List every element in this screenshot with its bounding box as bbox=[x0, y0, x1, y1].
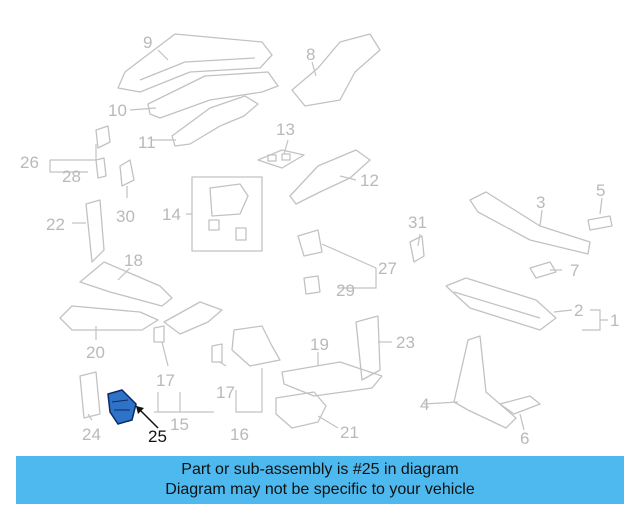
callout-9: 9 bbox=[143, 33, 152, 52]
part-3-duct bbox=[469, 191, 591, 255]
callout-25: 25 bbox=[148, 427, 167, 446]
callout-17a: 17 bbox=[156, 371, 175, 390]
part-27-bracket bbox=[297, 229, 323, 295]
part-1-rail bbox=[445, 277, 557, 331]
info-banner: Part or sub-assembly is #25 in diagram D… bbox=[16, 456, 624, 504]
callout-8: 8 bbox=[306, 45, 315, 64]
part-22-panel bbox=[85, 199, 105, 263]
callout-15: 15 bbox=[170, 415, 189, 434]
part-4-duct bbox=[453, 335, 517, 429]
callout-28: 28 bbox=[62, 167, 81, 186]
callout-26: 26 bbox=[20, 153, 39, 172]
part-6-trim bbox=[499, 395, 541, 415]
parts-diagram: 1 2 3 4 5 6 7 8 9 10 11 12 13 14 15 16 1… bbox=[20, 33, 619, 448]
callout-13: 13 bbox=[276, 120, 295, 139]
callout-6: 6 bbox=[520, 429, 529, 448]
callout-19: 19 bbox=[310, 335, 329, 354]
callout-10: 10 bbox=[108, 101, 127, 120]
part-23-panel bbox=[355, 315, 381, 381]
part-21-duct bbox=[275, 391, 327, 429]
callout-5: 5 bbox=[596, 181, 605, 200]
callout-1: 1 bbox=[610, 311, 619, 330]
part-18-duct bbox=[79, 261, 173, 307]
part-28-clip bbox=[95, 157, 107, 179]
part-11-duct bbox=[171, 95, 259, 147]
part-25-highlight[interactable] bbox=[107, 389, 137, 425]
callout-11: 11 bbox=[138, 133, 156, 152]
callout-3: 3 bbox=[536, 193, 545, 212]
callout-14: 14 bbox=[162, 205, 181, 224]
part-7-clip bbox=[529, 261, 557, 279]
callout-23: 23 bbox=[396, 333, 415, 352]
callout-24: 24 bbox=[82, 425, 101, 444]
part-19-duct bbox=[281, 361, 383, 397]
callout-17b: 17 bbox=[216, 383, 235, 402]
part-20-duct bbox=[59, 305, 159, 331]
callout-7: 7 bbox=[570, 261, 579, 280]
part-5-strip bbox=[587, 215, 613, 231]
part-10-duct bbox=[147, 71, 279, 119]
part-31-clip bbox=[409, 235, 425, 263]
callout-labels: 1 2 3 4 5 6 7 8 9 10 11 12 13 14 15 16 1… bbox=[20, 33, 619, 448]
part-24-clip bbox=[79, 371, 101, 419]
part-12-duct bbox=[289, 149, 371, 205]
part-14-kit bbox=[191, 176, 263, 252]
part-15-duct bbox=[153, 301, 223, 343]
callout-30: 30 bbox=[116, 207, 135, 226]
part-13-grille bbox=[257, 149, 305, 169]
callout-2: 2 bbox=[574, 301, 583, 320]
callout-18: 18 bbox=[124, 251, 143, 270]
callout-21: 21 bbox=[340, 423, 359, 442]
callout-20: 20 bbox=[86, 343, 105, 362]
callout-22: 22 bbox=[46, 215, 65, 234]
part-30-clip bbox=[119, 159, 135, 187]
callout-31: 31 bbox=[408, 213, 427, 232]
callout-27: 27 bbox=[378, 259, 397, 278]
part-16-duct bbox=[211, 325, 281, 367]
banner-line-1: Part or sub-assembly is #25 in diagram bbox=[181, 461, 459, 478]
callout-16: 16 bbox=[230, 425, 249, 444]
part-8-bracket bbox=[291, 33, 381, 107]
leader-lines bbox=[49, 49, 608, 431]
part-26-bracket bbox=[95, 125, 111, 149]
part-9-duct bbox=[117, 33, 273, 93]
callout-12: 12 bbox=[360, 171, 379, 190]
callout-4: 4 bbox=[420, 395, 429, 414]
banner-line-2: Diagram may not be specific to your vehi… bbox=[165, 481, 475, 498]
callout-29: 29 bbox=[336, 281, 355, 300]
